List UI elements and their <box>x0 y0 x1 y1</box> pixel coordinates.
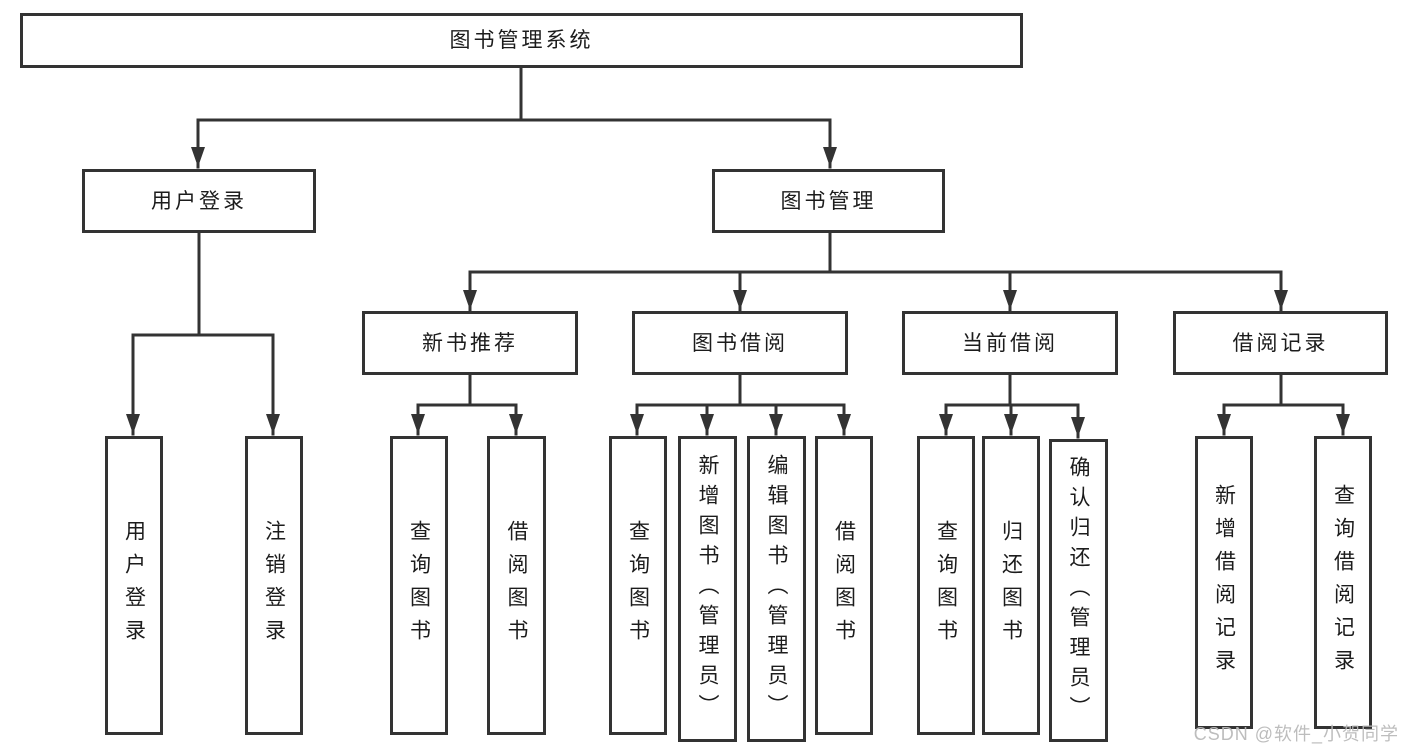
leaf-label: 新增图书（管理员） <box>696 454 719 724</box>
leaf-label: 确认归还（管理员） <box>1067 455 1090 726</box>
leaf-borrow-book-newbook: 借阅图书 <box>487 436 546 735</box>
node-book-management: 图书管理 <box>712 169 945 233</box>
node-current-borrow: 当前借阅 <box>902 311 1118 375</box>
leaf-edit-book-admin: 编辑图书（管理员） <box>747 436 806 742</box>
node-book-borrow: 图书借阅 <box>632 311 848 375</box>
leaf-label: 查询借阅记录 <box>1331 483 1355 682</box>
leaf-confirm-return-admin: 确认归还（管理员） <box>1049 439 1108 742</box>
leaf-add-book-admin: 新增图书（管理员） <box>678 436 737 742</box>
csdn-watermark: CSDN @软件_小贺同学 <box>1193 724 1399 744</box>
leaf-label: 注销登录 <box>262 519 286 652</box>
leaf-return-book: 归还图书 <box>982 436 1040 735</box>
leaf-add-borrow-record: 新增借阅记录 <box>1195 436 1253 729</box>
node-new-book-recommend: 新书推荐 <box>362 311 578 375</box>
leaf-query-book-newbook: 查询图书 <box>390 436 448 735</box>
leaf-label: 编辑图书（管理员） <box>765 454 788 724</box>
leaf-query-book-borrowmod: 查询图书 <box>609 436 667 735</box>
node-borrow-record: 借阅记录 <box>1173 311 1388 375</box>
node-label: 用户登录 <box>151 189 247 213</box>
node-label: 新书推荐 <box>422 331 518 355</box>
leaf-label: 查询图书 <box>934 519 958 652</box>
node-label: 借阅记录 <box>1232 331 1329 355</box>
node-label: 图书管理系统 <box>449 29 594 52</box>
leaf-logout: 注销登录 <box>245 436 303 735</box>
leaf-label: 借阅图书 <box>832 519 856 652</box>
node-library-management-system: 图书管理系统 <box>20 13 1023 68</box>
node-label: 图书借阅 <box>692 331 788 355</box>
node-label: 图书管理 <box>780 189 877 213</box>
leaf-label: 用户登录 <box>122 519 146 652</box>
leaf-label: 查询图书 <box>407 519 431 652</box>
node-user-login: 用户登录 <box>82 169 316 233</box>
leaf-borrow-book-borrowmod: 借阅图书 <box>815 436 873 735</box>
node-label: 当前借阅 <box>962 331 1058 355</box>
leaf-label: 借阅图书 <box>505 519 528 652</box>
leaf-label: 新增借阅记录 <box>1212 483 1236 682</box>
leaf-label: 归还图书 <box>999 519 1023 652</box>
leaf-label: 查询图书 <box>626 519 650 652</box>
leaf-query-book-current: 查询图书 <box>917 436 975 735</box>
leaf-query-borrow-record: 查询借阅记录 <box>1314 436 1372 729</box>
leaf-user-login: 用户登录 <box>105 436 163 735</box>
